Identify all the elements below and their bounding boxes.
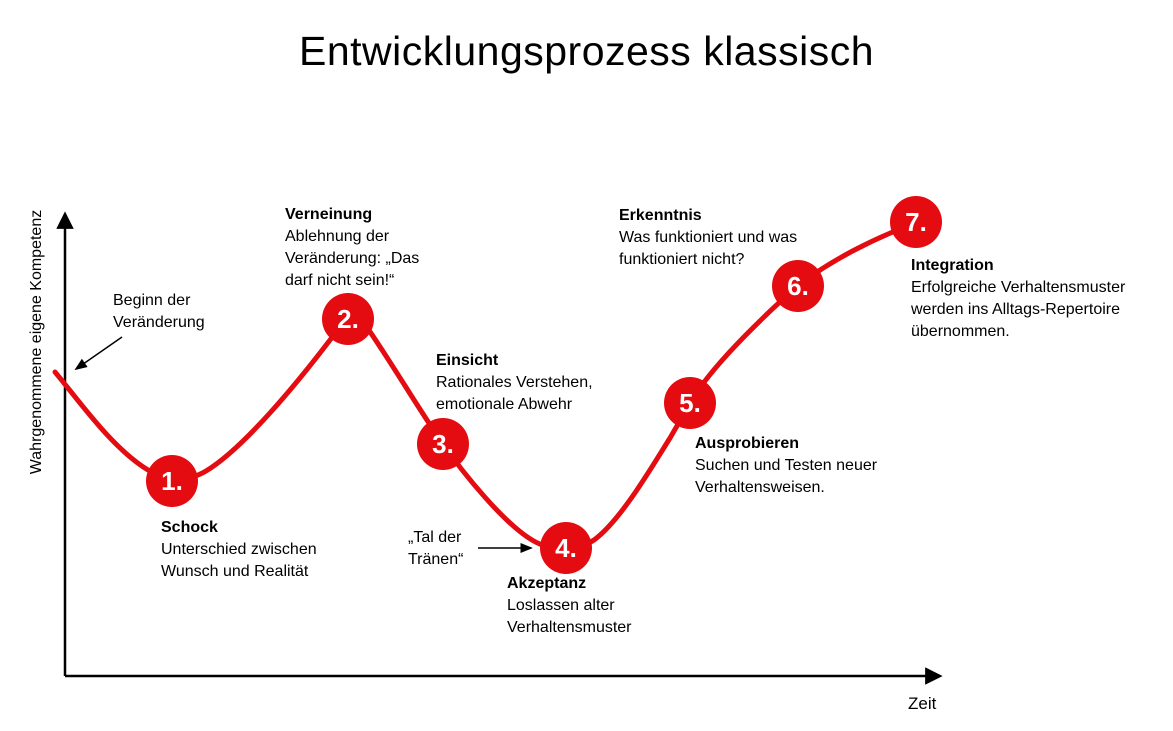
stage-marker-4: 4. <box>540 522 592 574</box>
stage-label-integration: Integration Erfolgreiche Verhaltensmuste… <box>911 255 1153 343</box>
stage-name: Erkenntnis <box>619 207 702 224</box>
stage-description: Was funktioniert und was funktioniert ni… <box>619 229 798 268</box>
y-axis-label: Wahrgenommene eigene Kompetenz <box>28 209 45 475</box>
stage-marker-7: 7. <box>890 196 942 248</box>
stage-label-schock: Schock Unterschied zwischen Wunsch und R… <box>161 517 343 583</box>
stage-name: Verneinung <box>285 206 373 223</box>
stage-marker-2: 2. <box>322 293 374 345</box>
stage-marker-5: 5. <box>664 377 716 429</box>
stage-name: Einsicht <box>436 352 499 369</box>
diagram-title: Entwicklungsprozess klassisch <box>298 28 875 74</box>
start-of-change-note: Beginn der Veränderung <box>113 292 205 331</box>
stage-marker-6: 6. <box>772 260 824 312</box>
stage-name: Akzeptanz <box>507 575 587 592</box>
stage-name: Integration <box>911 257 994 274</box>
stage-description: Ablehnung der Veränderung: „Das darf nic… <box>285 228 420 289</box>
stage-description: Rationales Verstehen, emotionale Abwehr <box>436 374 593 413</box>
stage-description: Erfolgreiche Verhaltensmuster werden ins… <box>911 279 1126 340</box>
stage-name: Ausprobieren <box>695 435 800 452</box>
change-curve <box>52 220 919 552</box>
x-axis-label: Zeit <box>908 694 937 713</box>
stage-marker-1: 1. <box>146 455 198 507</box>
stage-description: Suchen und Testen neuer Verhaltensweisen… <box>695 457 878 496</box>
stage-label-akzeptanz: Akzeptanz Loslassen alter Verhaltensmust… <box>507 573 667 639</box>
stage-label-verneinung: Verneinung Ablehnung der Veränderung: „D… <box>285 204 440 292</box>
stage-label-erkenntnis: Erkenntnis Was funktioniert und was funk… <box>619 205 824 271</box>
stage-description: Unterschied zwischen Wunsch und Realität <box>161 541 317 580</box>
stage-marker-3: 3. <box>417 418 469 470</box>
stage-label-einsicht: Einsicht Rationales Verstehen, emotional… <box>436 350 622 416</box>
stage-description: Loslassen alter Verhaltensmuster <box>507 597 632 636</box>
valley-of-tears-note: „Tal der Tränen“ <box>408 529 464 568</box>
stage-label-ausprobieren: Ausprobieren Suchen und Testen neuer Ver… <box>695 433 907 499</box>
stage-name: Schock <box>161 519 218 536</box>
start-of-change-arrow <box>74 336 123 371</box>
